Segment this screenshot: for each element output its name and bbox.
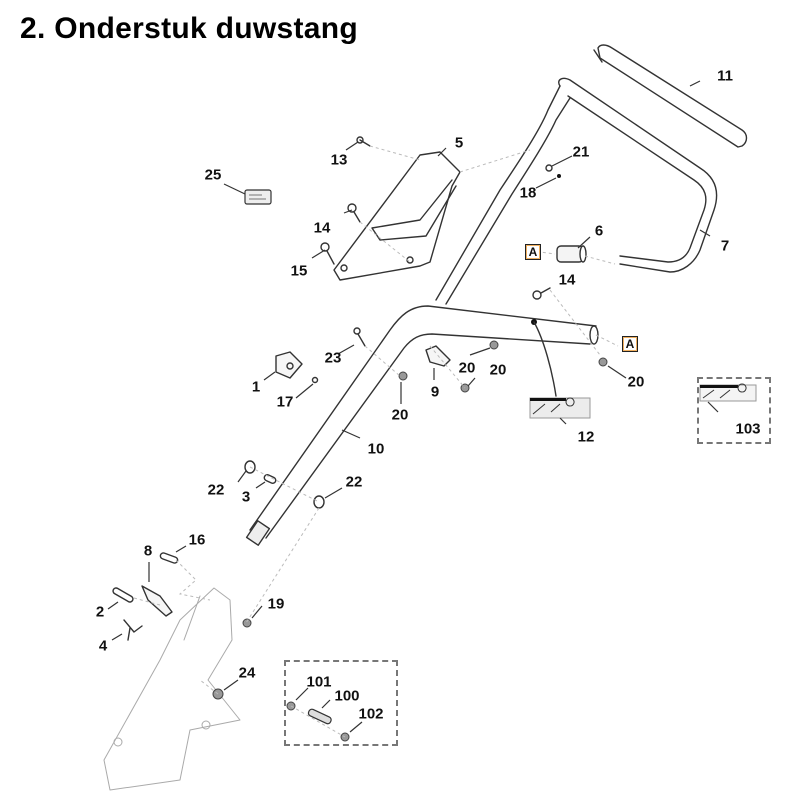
part-17-screw[interactable]: [311, 376, 319, 384]
part-25-label[interactable]: [244, 189, 272, 205]
part-14-screw-a[interactable]: [347, 203, 361, 223]
reference-marker-a-lower: A: [622, 336, 638, 352]
part-103-label[interactable]: [699, 383, 757, 402]
leader-lines: [107, 80, 719, 733]
callout-16[interactable]: 16: [188, 531, 206, 549]
part-13-screw[interactable]: [356, 136, 371, 147]
callout-7[interactable]: 7: [720, 237, 730, 255]
part-16-pin[interactable]: [159, 552, 179, 564]
callout-23[interactable]: 23: [324, 349, 342, 367]
part-20-nut-a[interactable]: [489, 340, 499, 350]
part-100-bolt[interactable]: [307, 708, 332, 725]
part-20-nut-b[interactable]: [398, 371, 408, 381]
callout-20-middle[interactable]: 20: [458, 359, 476, 377]
callout-17[interactable]: 17: [276, 393, 294, 411]
handle-bracket: [103, 587, 241, 791]
part-1-clamp-lever[interactable]: [275, 351, 303, 379]
part-12-label[interactable]: [529, 397, 591, 419]
callout-15[interactable]: 15: [290, 262, 308, 280]
callout-11[interactable]: 11: [717, 67, 733, 85]
part-15-screw[interactable]: [320, 242, 335, 265]
part-22-washer-b[interactable]: [313, 495, 325, 509]
callout-6[interactable]: 6: [594, 222, 604, 240]
callout-25[interactable]: 25: [204, 166, 222, 184]
callout-4[interactable]: 4: [98, 637, 108, 655]
callout-20-far-right[interactable]: 20: [627, 373, 645, 391]
callout-22-left[interactable]: 22: [207, 481, 225, 499]
part-100-kit-box: [284, 660, 398, 746]
part-6-sleeve[interactable]: [556, 245, 587, 263]
page-title: 2. Onderstuk duwstang: [20, 12, 359, 45]
nuts: [212, 340, 608, 742]
callout-10[interactable]: 10: [367, 440, 385, 458]
part-23-screw[interactable]: [353, 327, 366, 347]
callout-19[interactable]: 19: [267, 595, 285, 613]
part-10-lower-handlebar[interactable]: [245, 305, 599, 546]
part-4-wing-clip[interactable]: [123, 619, 143, 641]
callout-21[interactable]: 21: [572, 143, 590, 161]
part-18-rivet[interactable]: [557, 174, 561, 178]
part-2-pin[interactable]: [112, 587, 134, 603]
callout-2[interactable]: 2: [95, 603, 105, 621]
part-11-grip-bar[interactable]: [593, 44, 748, 148]
part-7-upper-handlebar[interactable]: [435, 77, 718, 305]
callout-20-left[interactable]: 20: [391, 406, 409, 424]
part-3-pin[interactable]: [263, 474, 277, 485]
callout-14-lower[interactable]: 14: [558, 271, 576, 289]
part-14-screw-b[interactable]: [532, 287, 551, 300]
callout-101[interactable]: 101: [306, 673, 332, 691]
callout-12[interactable]: 12: [577, 428, 595, 446]
part-21-washer[interactable]: [545, 164, 553, 172]
reference-marker-a-upper: A: [525, 244, 541, 260]
part-19-nut[interactable]: [242, 618, 252, 628]
callout-1[interactable]: 1: [251, 378, 261, 396]
callout-24[interactable]: 24: [238, 664, 256, 682]
callout-8[interactable]: 8: [143, 542, 153, 560]
part-5-cover[interactable]: [333, 151, 461, 281]
callout-14-upper[interactable]: 14: [313, 219, 331, 237]
callout-18[interactable]: 18: [519, 184, 537, 202]
callout-100[interactable]: 100: [334, 687, 360, 705]
part-20-nut-d[interactable]: [598, 357, 608, 367]
callout-13[interactable]: 13: [330, 151, 348, 169]
callout-3[interactable]: 3: [241, 488, 251, 506]
part-8-lever[interactable]: [141, 585, 173, 617]
callout-20-right[interactable]: 20: [489, 361, 507, 379]
assembly-lines: [133, 145, 619, 738]
callout-9[interactable]: 9: [430, 383, 440, 401]
part-22-washer-a[interactable]: [244, 460, 256, 474]
part-103-kit-box: [697, 377, 771, 444]
callout-22-right[interactable]: 22: [345, 473, 363, 491]
callout-103[interactable]: 103: [735, 420, 761, 438]
callout-102[interactable]: 102: [358, 705, 384, 723]
callout-5[interactable]: 5: [454, 134, 464, 152]
